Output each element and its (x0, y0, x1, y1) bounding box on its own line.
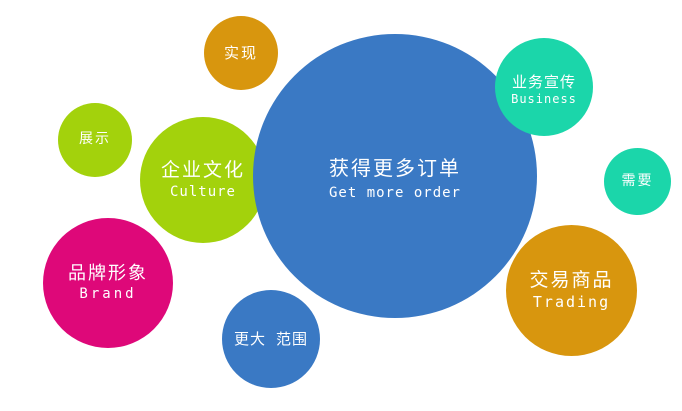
bubble-trading-subtitle: Trading (532, 292, 611, 311)
bubble-brand: 品牌形象 Brand (43, 218, 173, 348)
bubble-get-more-order: 获得更多订单 Get more order (253, 34, 537, 318)
bubble-trading: 交易商品 Trading (506, 225, 637, 356)
bubble-brand-subtitle: Brand (79, 286, 137, 303)
bubble-culture: 企业文化 Culture (140, 117, 266, 243)
bubble-culture-title: 企业文化 (160, 159, 245, 182)
bubble-business-title: 业务宣传 (511, 72, 576, 91)
bubble-zhanshi: 展示 (58, 103, 132, 177)
bubble-wider-range: 更大 范围 (222, 290, 320, 388)
bubble-shixian-title: 实现 (223, 43, 258, 62)
bubble-business-subtitle: Business (511, 91, 577, 106)
bubble-zhanshi-title: 展示 (79, 131, 111, 148)
bubble-culture-subtitle: Culture (169, 183, 236, 200)
bubble-get-more-order-title: 获得更多订单 (329, 155, 461, 180)
bubble-shixian: 实现 (204, 16, 278, 90)
bubble-xuyao: 需要 (604, 148, 671, 215)
bubble-xuyao-title: 需要 (621, 172, 654, 189)
bubble-wider-range-title: 更大 范围 (233, 329, 309, 348)
bubble-business: 业务宣传 Business (495, 38, 593, 136)
bubble-trading-title: 交易商品 (529, 268, 614, 291)
bubble-get-more-order-subtitle: Get more order (328, 184, 461, 201)
bubble-brand-title: 品牌形象 (68, 262, 148, 284)
